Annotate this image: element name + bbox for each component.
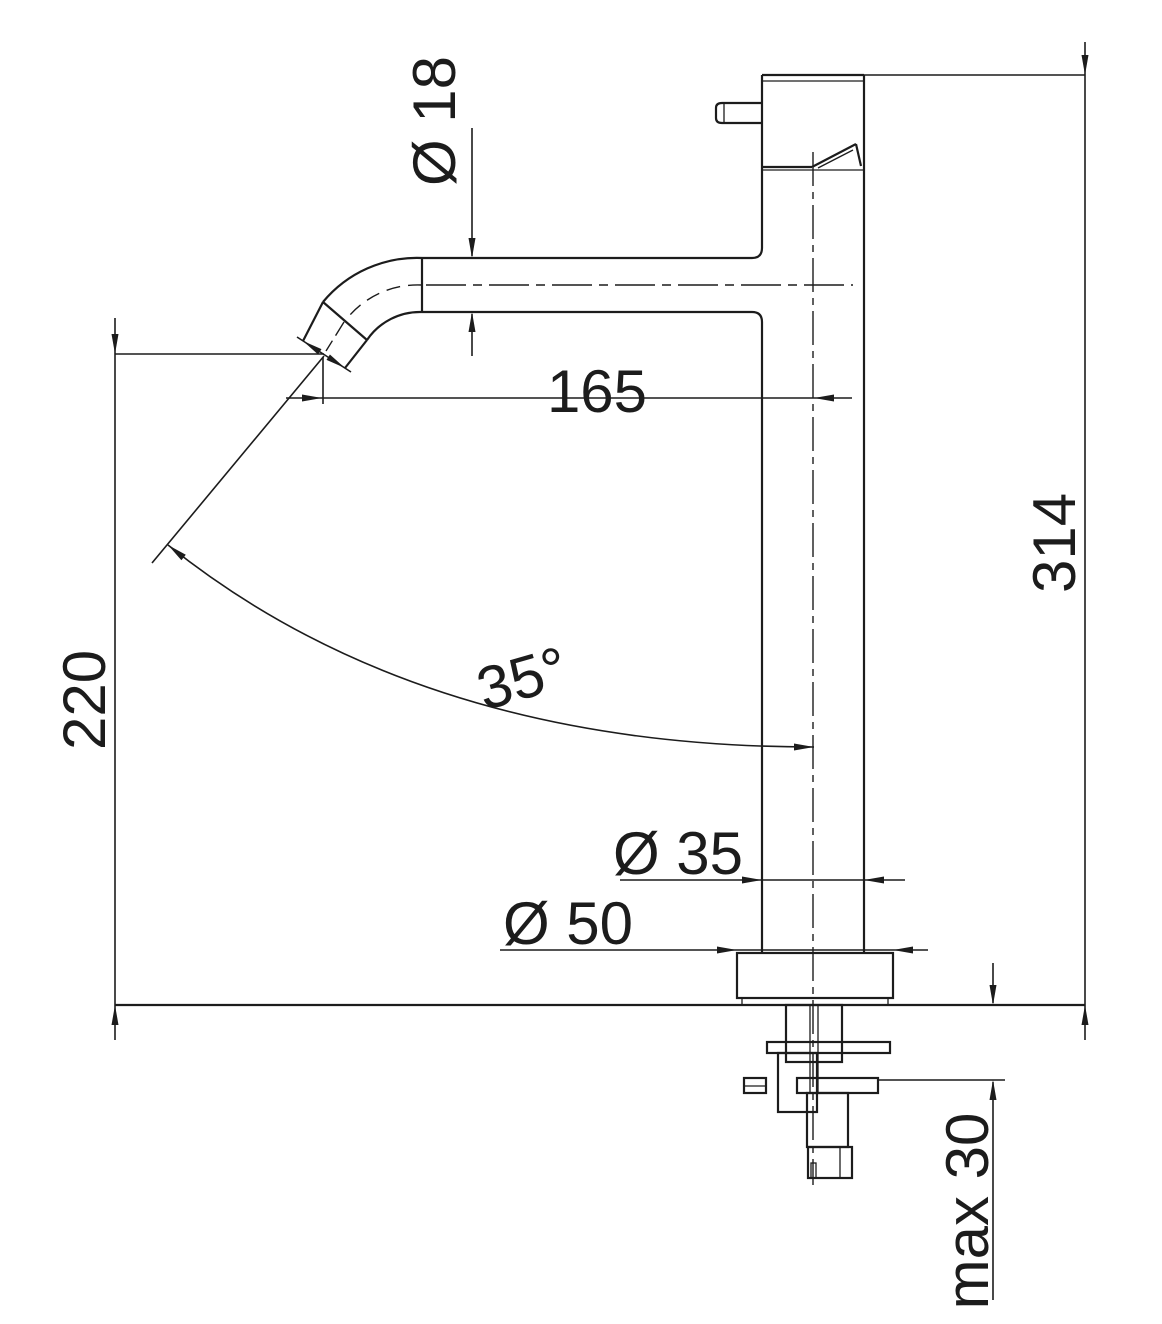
arrowhead-left-icon xyxy=(864,876,884,884)
dimension-max-mounting-thickness: max 30 xyxy=(878,963,1005,1309)
mounting-plate xyxy=(795,1076,880,1095)
spout-bend-outer xyxy=(322,256,423,303)
arrowhead-up-icon xyxy=(468,312,476,332)
tilt-joint-diagonal xyxy=(811,143,857,168)
spout-bend-inner xyxy=(366,310,423,341)
arrowhead-up-icon xyxy=(111,1005,119,1025)
faucet-outline xyxy=(115,73,1085,1180)
spout-bend-centerline xyxy=(344,284,423,322)
tilt-joint-right-edge xyxy=(854,143,863,167)
spout-body-fillet-bottom xyxy=(751,310,764,323)
arrowhead-right-icon xyxy=(302,394,322,402)
lever-handle xyxy=(714,101,762,125)
dimension-label-total-height: 314 xyxy=(1021,493,1088,593)
mounting-hardware xyxy=(742,1003,892,1180)
threaded-shank xyxy=(784,1003,844,1064)
dimension-label-spout-angle: 35° xyxy=(470,634,576,723)
mounting-washer xyxy=(765,1040,892,1055)
mounting-bracket xyxy=(776,1051,819,1114)
arrowhead-down-icon xyxy=(111,334,119,354)
angle-arc xyxy=(167,544,815,748)
dimension-label-base-diameter: Ø 50 xyxy=(503,890,633,957)
arrowhead-upleft-icon xyxy=(303,341,322,355)
spout-tip-centerline xyxy=(325,321,345,352)
dimension-spout-height: 220 xyxy=(51,318,324,1040)
mounting-nut xyxy=(806,1145,854,1180)
arrowhead-down-icon xyxy=(468,238,476,258)
dimension-label-body-diameter: Ø 35 xyxy=(613,820,743,887)
arrowhead-left-icon xyxy=(814,394,834,402)
arrowhead-up-icon xyxy=(1081,1005,1089,1025)
dimension-label-spout-height: 220 xyxy=(51,650,118,750)
base-flange xyxy=(735,951,895,1000)
dimension-total-height: 314 xyxy=(864,42,1089,1040)
dimension-spout-reach: 165 xyxy=(286,357,852,425)
dimension-spout-diameter: Ø 18 xyxy=(401,56,476,356)
dimension-base-diameter: Ø 50 xyxy=(500,890,928,957)
arrowhead-arc-start-icon xyxy=(168,545,186,561)
spout-body-fillet-top xyxy=(751,247,764,260)
spout-tip-outer xyxy=(302,301,324,342)
arrowhead-right-icon xyxy=(742,876,762,884)
angle-reference-line xyxy=(151,355,325,564)
arrowhead-left-icon xyxy=(893,946,913,954)
dimension-label-spout-reach: 165 xyxy=(547,358,647,425)
arrowhead-arc-end-icon xyxy=(794,743,814,751)
arrowhead-up-icon xyxy=(989,1080,997,1100)
centerlines xyxy=(325,152,853,1185)
arrowhead-downright-icon xyxy=(326,354,345,368)
arrowhead-down-icon xyxy=(989,985,997,1005)
dimension-body-diameter: Ø 35 xyxy=(613,820,905,887)
arrowhead-right-icon xyxy=(717,946,737,954)
dimension-label-max-mounting-thickness: max 30 xyxy=(934,1113,1001,1310)
spout-tip-inner xyxy=(344,339,368,369)
tilt-joint-diagonal-inner xyxy=(817,149,854,169)
dimension-spout-angle: 35° xyxy=(151,336,815,751)
arrowhead-down-icon xyxy=(1081,55,1089,75)
dimension-label-spout-diameter: Ø 18 xyxy=(401,56,468,186)
